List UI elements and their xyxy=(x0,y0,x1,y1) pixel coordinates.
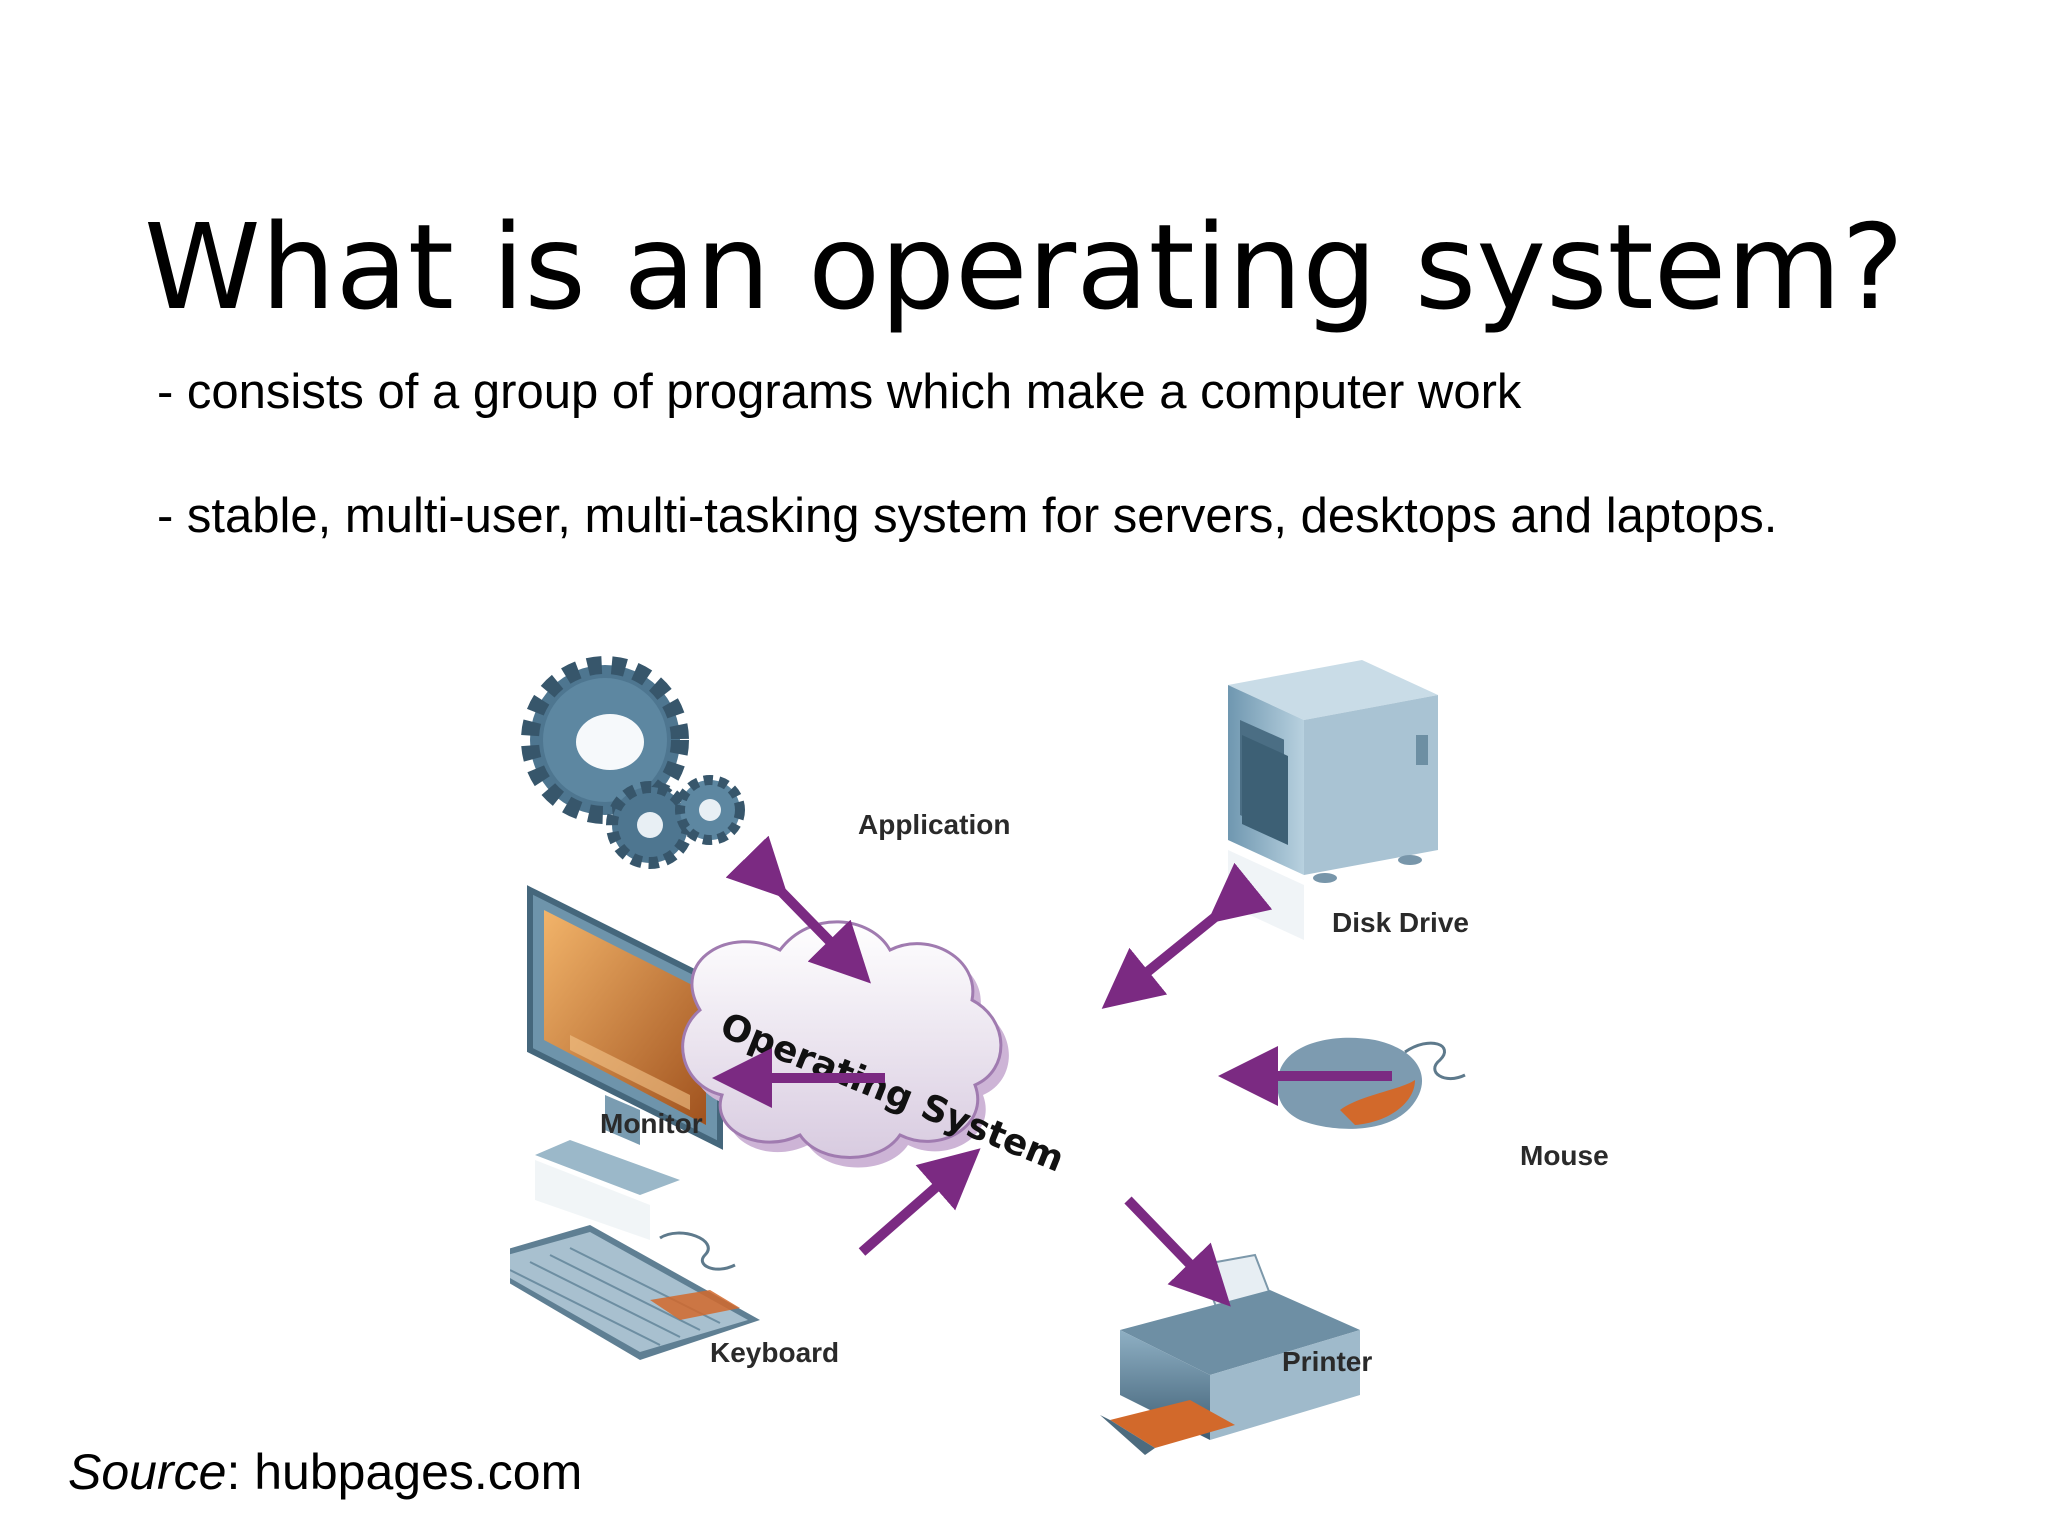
arrow-keyboard xyxy=(858,1148,981,1256)
arrow-application xyxy=(725,835,871,984)
node-label-monitor: Monitor xyxy=(600,1108,703,1139)
slide-title: What is an operating system? xyxy=(144,198,1904,337)
monitor-icon xyxy=(527,885,723,1240)
os-diagram: Application Disk Drive Monitor xyxy=(510,640,1660,1490)
arrow-printer xyxy=(1124,1196,1231,1307)
bullet-list: - consists of a group of programs which … xyxy=(157,362,1777,610)
source-text: : hubpages.com xyxy=(226,1444,583,1500)
bullet-item: - stable, multi-user, multi-tasking syst… xyxy=(157,489,1778,543)
arrow-disk-drive xyxy=(1101,862,1273,1009)
os-diagram-graphic: Application Disk Drive Monitor xyxy=(510,656,1609,1455)
bullet-item: - consists of a group of programs which … xyxy=(157,365,1522,419)
source-label: Source xyxy=(68,1444,227,1500)
keyboard-icon xyxy=(510,1225,760,1360)
node-label-application: Application xyxy=(858,809,1010,840)
disk-drive-icon xyxy=(1228,660,1438,940)
node-label-printer: Printer xyxy=(1282,1346,1372,1377)
node-label-mouse: Mouse xyxy=(1520,1140,1609,1171)
node-label-disk-drive: Disk Drive xyxy=(1332,907,1469,938)
node-label-keyboard: Keyboard xyxy=(710,1337,839,1368)
connector-arrows xyxy=(712,835,1392,1307)
mouse-icon xyxy=(1277,1037,1466,1129)
gears-icon xyxy=(521,656,745,869)
source-credit: Source: hubpages.com xyxy=(68,1442,582,1502)
